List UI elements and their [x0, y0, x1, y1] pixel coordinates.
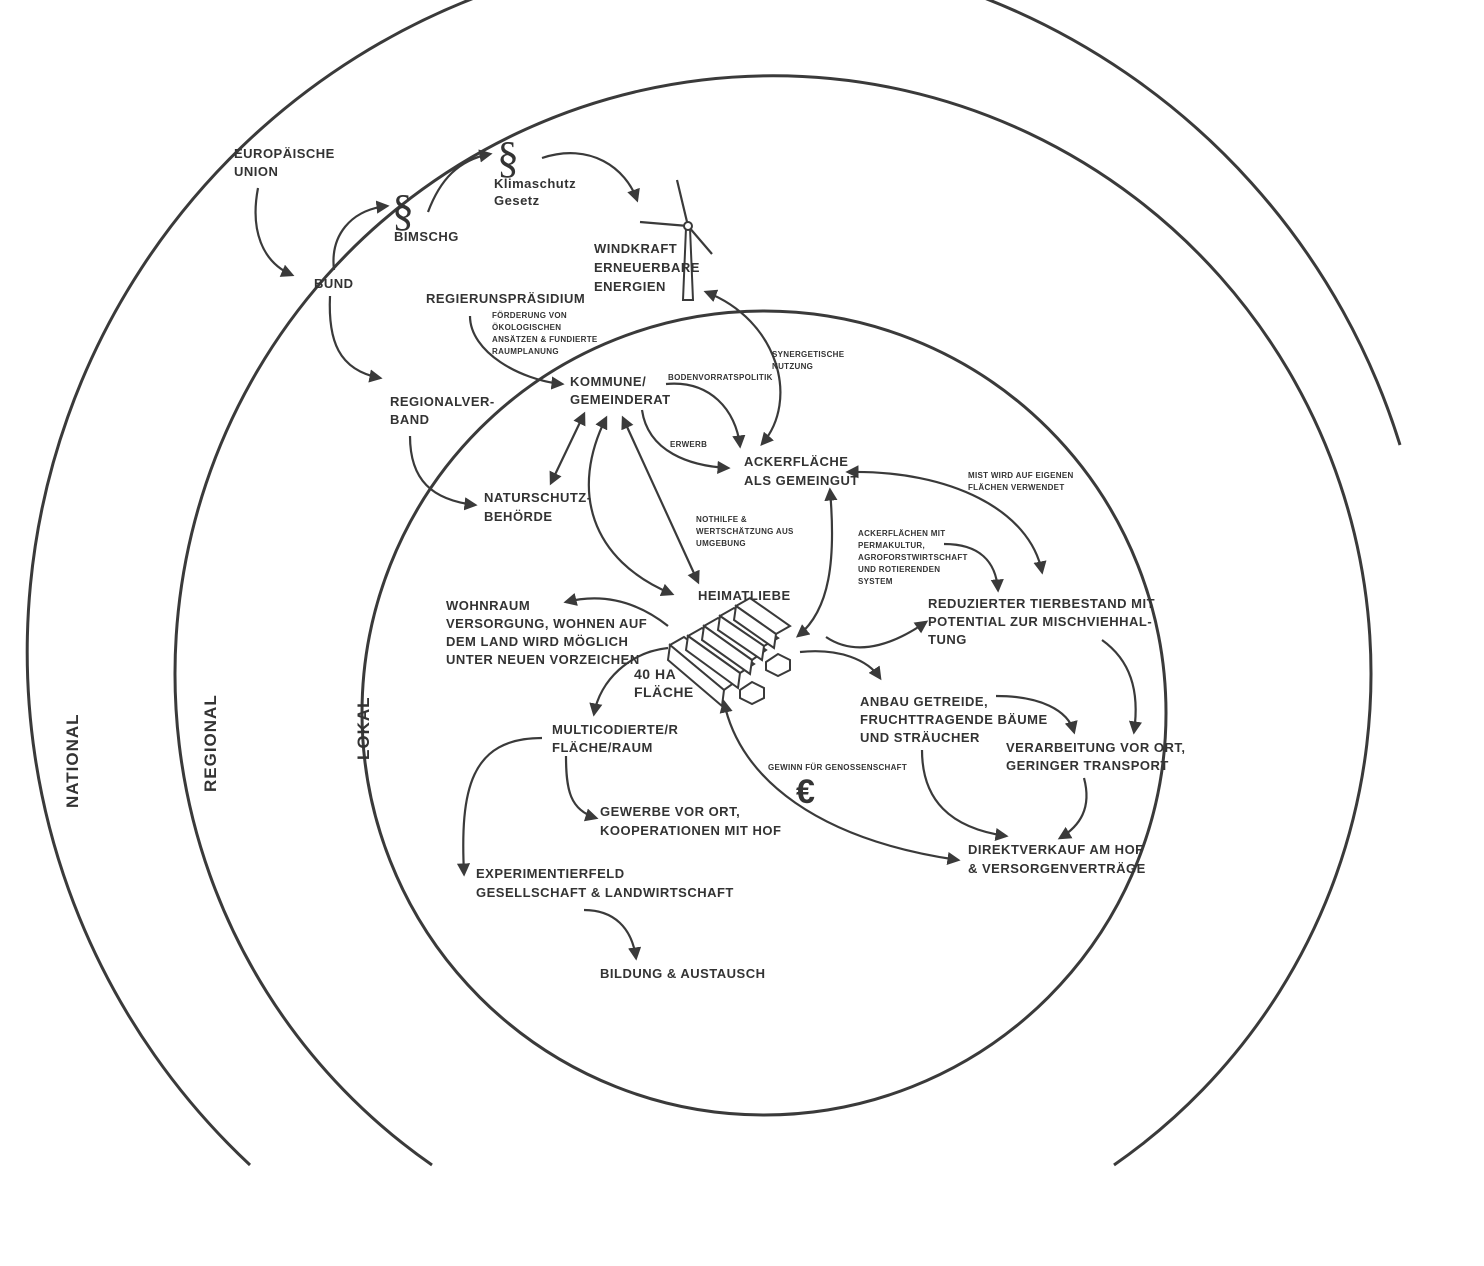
paragraph-icon: §	[392, 186, 414, 235]
annotation-foerderung: FÖRDERUNG VON ÖKOLOGISCHEN ANSÄTZEN & FU…	[492, 311, 600, 356]
node-regionalverband: REGIONALVER- BAND	[390, 394, 499, 427]
lokal-label: LOKAL	[354, 696, 373, 760]
node-heimatliebe: HEIMATLIEBE	[698, 588, 791, 603]
annotation-bodenvorrat: BODENVORRATSPOLITIK	[668, 373, 773, 382]
node-klimaschutz: Klimaschutz Gesetz	[494, 176, 580, 208]
node-bimschg: BIMSCHG	[394, 229, 459, 244]
wind-turbine-icon	[639, 179, 713, 301]
annotation-erwerb: ERWERB	[670, 440, 707, 449]
node-regierungsprasidium: REGIERUNSPRÄSIDIUM	[426, 291, 585, 306]
node-flaeche: 40 HA FLÄCHE	[634, 666, 694, 700]
node-kommune: KOMMUNE/ GEMEINDERAT	[570, 374, 671, 407]
node-direktverkauf: DIREKTVERKAUF AM HOF & VERSORGENVERTRÄGE	[968, 842, 1148, 876]
node-wohnraum: WOHNRAUM VERSORGUNG, WOHNEN AUF DEM LAND…	[446, 598, 651, 667]
annotation-mist: MIST WIRD AUF EIGENEN FLÄCHEN VERWENDET	[968, 471, 1076, 492]
flow-arrows	[254, 149, 1143, 961]
annotation-gewinn: GEWINN FÜR GENOSSENSCHAFT	[768, 763, 907, 772]
node-multicodiert: MULTICODIERTE/R FLÄCHE/RAUM	[552, 722, 683, 755]
annotation-ackerflaechen-mit: ACKERFLÄCHEN MIT PERMAKULTUR, AGROFORSTW…	[858, 529, 970, 586]
paragraph-icon: §	[497, 133, 519, 182]
annotation-synergetisch: SYNERGETISCHE NUTZUNG	[772, 350, 847, 371]
national-label: NATIONAL	[63, 713, 82, 808]
node-ackerflaeche: ACKERFLÄCHE ALS GEMEINGUT	[744, 454, 859, 488]
node-bildung: BILDUNG & AUSTAUSCH	[600, 966, 766, 981]
national-ring	[25, 0, 1402, 1167]
node-anbau: ANBAU GETREIDE, FRUCHTTRAGENDE BÄUME UND…	[860, 694, 1052, 745]
node-naturschutz: NATURSCHUTZ- BEHÖRDE	[484, 490, 596, 524]
node-eu: EUROPÄISCHE UNION	[234, 146, 339, 179]
regional-label: REGIONAL	[201, 694, 220, 792]
node-tierbestand: REDUZIERTER TIERBESTAND MIT POTENTIAL ZU…	[928, 596, 1159, 647]
node-gewerbe: GEWERBE VOR ORT, KOOPERATIONEN MIT HOF	[600, 804, 781, 838]
node-windkraft: WINDKRAFT ERNEUERBARE ENERGIEN	[594, 241, 704, 294]
regional-ring	[173, 74, 1373, 1167]
farm-buildings-icon	[666, 596, 792, 708]
node-experimentierfeld: EXPERIMENTIERFELD GESELLSCHAFT & LANDWIR…	[476, 866, 734, 900]
node-verarbeitung: VERARBEITUNG VOR ORT, GERINGER TRANSPORT	[1006, 740, 1190, 773]
node-bund: BUND	[314, 276, 354, 291]
annotation-nothilfe: NOTHILFE & WERTSCHÄTZUNG AUS UMGEBUNG	[696, 515, 796, 548]
